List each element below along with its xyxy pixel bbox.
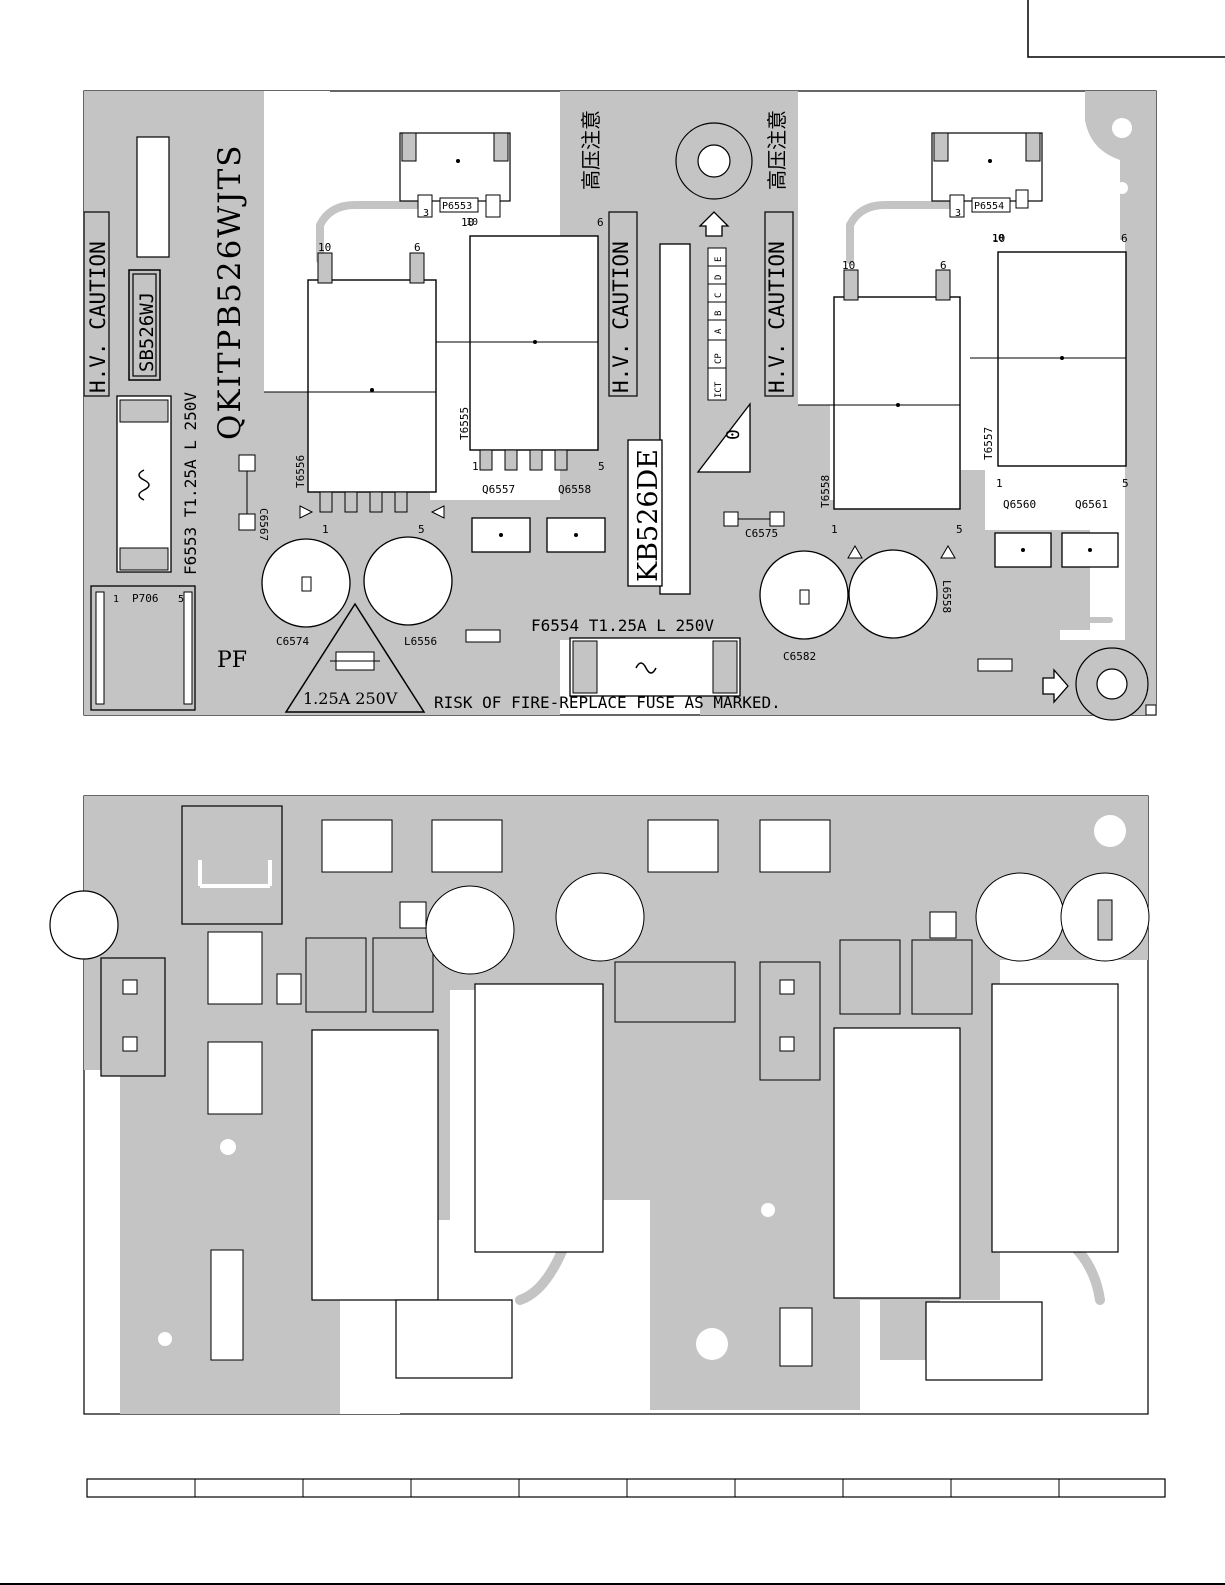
svg-text:L6556: L6556 bbox=[404, 635, 437, 648]
svg-text:D: D bbox=[714, 275, 724, 280]
svg-text:1: 1 bbox=[996, 477, 1003, 490]
svg-text:6: 6 bbox=[940, 259, 947, 272]
svg-text:A: A bbox=[714, 328, 724, 334]
transistor-q6558: Q6558 bbox=[546, 483, 606, 553]
transistor-q6557: Q6557 bbox=[471, 483, 531, 553]
hv-caution-label-3: H.V. CAUTION bbox=[765, 241, 789, 393]
svg-text:T6555: T6555 bbox=[458, 407, 471, 440]
svg-text:1: 1 bbox=[472, 460, 479, 473]
svg-text:L6558: L6558 bbox=[940, 580, 953, 613]
fuse-f6554 bbox=[569, 637, 741, 697]
svg-text:1.25A 250V: 1.25A 250V bbox=[303, 689, 398, 708]
pwb-code-label: SB526WJ bbox=[136, 292, 158, 372]
svg-text:Q6558: Q6558 bbox=[558, 483, 591, 496]
corner-title-box bbox=[1027, 0, 1225, 58]
svg-text:1: 1 bbox=[831, 523, 838, 536]
svg-text:KB526DE: KB526DE bbox=[633, 449, 664, 582]
svg-text:1: 1 bbox=[113, 594, 119, 605]
svg-text:10: 10 bbox=[466, 217, 478, 228]
fuse1-rating-label: F6553 T1.25A L 250V bbox=[181, 392, 200, 575]
hv-chinese-label-1: 高压注意 bbox=[579, 110, 603, 190]
ic-kb526de: KB526DE bbox=[627, 243, 691, 595]
svg-text:10: 10 bbox=[461, 216, 474, 229]
svg-text:P6554: P6554 bbox=[974, 201, 1004, 212]
capacitor-c6582: C6582 bbox=[759, 550, 849, 663]
svg-text:ICT: ICT bbox=[714, 381, 724, 398]
inductor-l6558: L6558 bbox=[848, 549, 953, 639]
svg-text:T6557: T6557 bbox=[982, 427, 995, 460]
svg-text:5: 5 bbox=[178, 594, 184, 605]
svg-text:10: 10 bbox=[992, 232, 1005, 245]
capacitor-c6574: C6574 bbox=[261, 538, 351, 648]
svg-text:0: 0 bbox=[723, 429, 744, 440]
svg-text:Q6560: Q6560 bbox=[1003, 498, 1036, 511]
arrow-right-icon bbox=[1042, 668, 1069, 704]
svg-text:C: C bbox=[714, 293, 724, 298]
transistor-q6560: Q6560 bbox=[994, 498, 1052, 568]
pf-label: PF bbox=[217, 648, 247, 673]
svg-text:P6553: P6553 bbox=[442, 201, 472, 212]
fuse-f6553 bbox=[116, 395, 172, 573]
svg-text:T6558: T6558 bbox=[819, 475, 832, 508]
transistor-q6561: Q6561 bbox=[1061, 498, 1119, 568]
connector-p6554: P6554 3 10 bbox=[931, 132, 1043, 244]
arrow-up-icon bbox=[698, 211, 730, 237]
fuse-warning-triangle: 1.25A 250V bbox=[284, 602, 426, 713]
svg-text:1: 1 bbox=[322, 523, 329, 536]
svg-text:5: 5 bbox=[1122, 477, 1129, 490]
risk-of-fire-text: RISK OF FIRE-REPLACE FUSE AS MARKED. bbox=[434, 693, 781, 712]
c6567-label: C6567 bbox=[257, 508, 270, 541]
svg-text:Q6557: Q6557 bbox=[482, 483, 515, 496]
svg-text:6: 6 bbox=[1121, 232, 1128, 245]
connector-p706: P706 1 5 bbox=[90, 585, 196, 711]
svg-text:10: 10 bbox=[992, 233, 1004, 244]
svg-text:Q6561: Q6561 bbox=[1075, 498, 1108, 511]
transformer-t6556: 10 6 T6556 1 5 bbox=[294, 241, 445, 536]
c6575-label: C6575 bbox=[745, 527, 778, 540]
hv-chinese-label-2: 高压注意 bbox=[765, 110, 789, 190]
svg-text:E: E bbox=[714, 257, 724, 262]
svg-text:10: 10 bbox=[842, 259, 855, 272]
svg-text:10: 10 bbox=[318, 241, 331, 254]
svg-text:5: 5 bbox=[598, 460, 605, 473]
bottom-view-board bbox=[49, 795, 1150, 1415]
svg-text:C6574: C6574 bbox=[276, 635, 309, 648]
inspection-check-boxes: ICT CP A B C D E bbox=[707, 247, 727, 401]
svg-text:3: 3 bbox=[955, 208, 961, 219]
revision-triangle: 0 bbox=[696, 402, 751, 473]
top-view-board: QKITPB526WJTS H.V. CAUTION H.V. CAUTION … bbox=[83, 90, 1157, 721]
p706-label: P706 bbox=[132, 592, 159, 605]
hv-caution-label-2: H.V. CAUTION bbox=[609, 241, 633, 393]
svg-text:5: 5 bbox=[956, 523, 963, 536]
svg-text:6: 6 bbox=[414, 241, 421, 254]
svg-text:B: B bbox=[714, 311, 724, 316]
inductor-l6556: L6556 bbox=[363, 536, 453, 648]
svg-text:5: 5 bbox=[418, 523, 425, 536]
footer-table bbox=[86, 1478, 1166, 1498]
svg-text:6: 6 bbox=[597, 216, 604, 229]
svg-text:C6582: C6582 bbox=[783, 650, 816, 663]
transformer-t6558: 10 6 T6558 1 5 bbox=[819, 259, 963, 559]
svg-text:T6556: T6556 bbox=[294, 455, 307, 488]
fuse2-rating-label: F6554 T1.25A L 250V bbox=[531, 616, 714, 635]
board-name-label: QKITPB526WJTS bbox=[212, 143, 248, 440]
connector-p6553: P6553 3 10 bbox=[399, 132, 511, 228]
svg-text:3: 3 bbox=[423, 208, 429, 219]
hv-caution-label-1: H.V. CAUTION bbox=[86, 241, 110, 393]
svg-text:CP: CP bbox=[714, 353, 724, 364]
transformer-t6557: 10 6 T6557 1 5 bbox=[982, 232, 1129, 490]
